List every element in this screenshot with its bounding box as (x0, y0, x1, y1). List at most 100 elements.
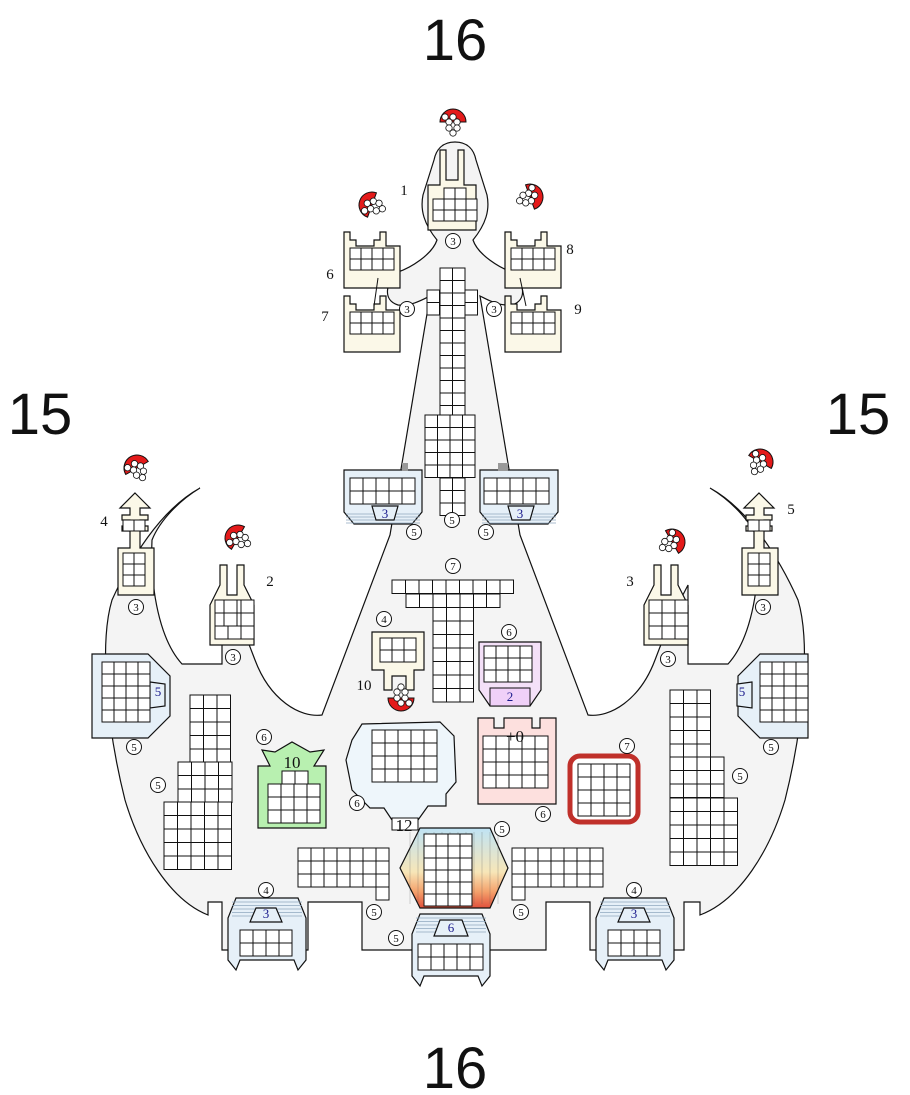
wing-right-grid-cell (564, 874, 577, 887)
left-block-mid-cell (219, 762, 233, 776)
left-block-mid (178, 762, 232, 803)
left-block-top-cell (190, 722, 204, 736)
wing-right-grid-cell (551, 874, 564, 887)
wing-right-grid-cell (512, 874, 525, 887)
right-block-mid-cell (697, 771, 711, 785)
weapon-icon-10-dot (406, 700, 412, 706)
right-block-low-cell (684, 852, 698, 866)
left-block-low-cell (164, 802, 178, 816)
circle-left_engine-value: 4 (263, 885, 269, 897)
left-block-low-cell (191, 843, 205, 857)
sensor-right-grid-cell (484, 491, 497, 504)
right-block-low-cell (724, 798, 738, 812)
weapon-icon-5 (742, 444, 778, 481)
gun7-grid-cell (361, 323, 372, 334)
circle-purple-value: 6 (506, 627, 512, 639)
gun3-grid-cell (675, 600, 688, 613)
engine-center-grid-cell (457, 944, 470, 957)
hex-grid-cell (448, 846, 460, 858)
blue-right-grid (760, 662, 808, 722)
spine-side-right (465, 290, 478, 315)
green-grid-cell (307, 810, 320, 823)
center-t-stem-cell (460, 635, 474, 649)
spine-low-cell (440, 491, 453, 504)
pink-grid-cell (535, 762, 548, 775)
left-block-mid-cell (205, 776, 219, 790)
spine-upper-cell (440, 318, 453, 331)
hex-grid-cell (424, 846, 436, 858)
wing-left-grid-cell (376, 848, 389, 861)
left-block-mid-cell (219, 789, 233, 803)
blue-left-grid-cell (138, 698, 150, 710)
spine-low-cell (440, 478, 453, 491)
left-block-mid-cell (178, 789, 192, 803)
left-block-top-cell (204, 695, 218, 709)
spine-low-cell (453, 478, 466, 491)
right-block-low-cell (684, 798, 698, 812)
right-block-low-cell (711, 798, 725, 812)
pink-grid-cell (483, 775, 496, 788)
top-gun-grid-a-cell (444, 188, 455, 199)
tip5-grid-b-cell (748, 553, 759, 564)
left-block-low-cell (191, 856, 205, 870)
green-grid-cell (281, 810, 294, 823)
sensor-right-grid-cell (523, 491, 536, 504)
red-grid-cell (617, 790, 630, 803)
left-block-low-cell (218, 816, 232, 830)
center-t-bar3-cell (487, 594, 501, 608)
sensor-right-grid-cell (523, 478, 536, 491)
circle-top_weapon-value: 3 (450, 236, 456, 248)
engine-center-grid-cell (431, 957, 444, 970)
bridge-grid-cell (372, 730, 385, 743)
blue-right-grid-cell (760, 710, 772, 722)
gun2-grid-cell (241, 626, 254, 639)
weapon-icon-10-dot (398, 684, 404, 690)
sensor-left-grid-cell (402, 478, 415, 491)
hex-grid (424, 834, 472, 906)
green-value: 10 (284, 753, 301, 772)
sensor-left-grid-cell (402, 491, 415, 504)
sensor-right-grid-cell (484, 478, 497, 491)
weapon-label-10: 10 (357, 678, 372, 694)
right-block-top-cell (684, 717, 698, 731)
red-grid-cell (591, 764, 604, 777)
wing-left-tail (376, 887, 389, 900)
wing-right-grid-cell (590, 874, 603, 887)
spine-mid-cell (425, 453, 438, 466)
blue-left-grid-cell (102, 710, 114, 722)
center-t-stem-cell (433, 662, 447, 676)
green-grid-cell (268, 810, 281, 823)
pink-grid-cell (483, 749, 496, 762)
gun9-grid-cell (533, 312, 544, 323)
sensor-left-grid-cell (389, 478, 402, 491)
blue-left-grid-cell (126, 674, 138, 686)
gun2-grid-cell (241, 613, 254, 626)
right-block-top-cell (670, 690, 684, 704)
bridge-grid-cell (385, 730, 398, 743)
green-grid (268, 784, 320, 823)
gun7-grid (350, 312, 394, 334)
gun3-grid-cell (675, 613, 688, 626)
engine-right-grid-cell (634, 930, 647, 943)
blue-left-grid-cell (114, 710, 126, 722)
wing-left-grid-cell (298, 861, 311, 874)
engine-left-grid-cell (279, 930, 292, 943)
spine-side-left-cell (427, 290, 440, 303)
hex-grid-cell (436, 834, 448, 846)
left-block-top-cell (190, 695, 204, 709)
gun2-grid-slot-cell (224, 613, 237, 626)
gun9-grid-cell (522, 312, 533, 323)
center-t-stem-cell (460, 594, 474, 608)
spine-mid-cell (463, 415, 476, 428)
wing-right-grid-cell (564, 848, 577, 861)
bridge-grid-cell (398, 769, 411, 782)
sensor-left-grid-cell (350, 478, 363, 491)
hex-grid-cell (436, 858, 448, 870)
wing-right-grid-cell (538, 874, 551, 887)
left-block-low-cell (178, 802, 192, 816)
red-grid-cell (617, 764, 630, 777)
gun8-grid-cell (533, 248, 544, 259)
circle-bridge-value: 6 (354, 798, 360, 810)
blue-left-value: 5 (155, 684, 162, 699)
wing-right-grid-cell (590, 861, 603, 874)
